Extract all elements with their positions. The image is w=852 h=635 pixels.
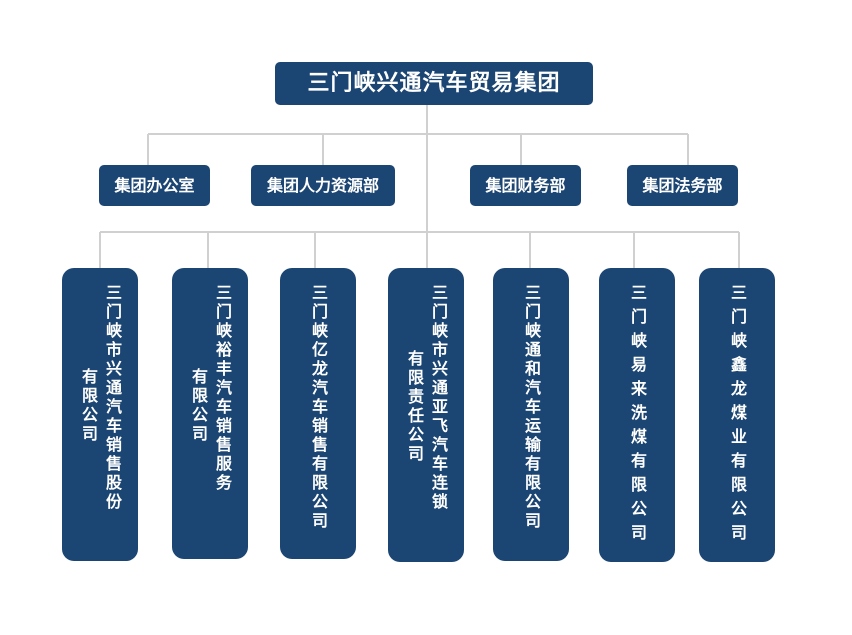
- subsidiary-name-line1: 三门峡鑫龙煤业有限公司: [728, 284, 747, 548]
- subsidiary-name-line1: 三门峡裕丰汽车销售服务: [213, 284, 232, 493]
- root-node: 三门峡兴通汽车贸易集团: [275, 62, 593, 105]
- subsidiary-node: 三门峡易来洗煤有限公司: [599, 268, 675, 562]
- subsidiary-node: 三门峡市兴通亚飞汽车连锁 有限责任公司: [388, 268, 464, 562]
- subsidiary-node: 三门峡鑫龙煤业有限公司: [699, 268, 775, 562]
- subsidiary-node: 三门峡裕丰汽车销售服务 有限公司: [172, 268, 248, 559]
- subsidiary-name-line1: 三门峡易来洗煤有限公司: [628, 284, 647, 548]
- subsidiary-name-line2: 有限公司: [79, 368, 98, 444]
- subsidiary-name-line1: 三门峡市兴通汽车销售股份: [103, 284, 122, 512]
- subsidiary-name-line1: 三门峡市兴通亚飞汽车连锁: [429, 284, 448, 512]
- dept-office: 集团办公室: [99, 165, 210, 206]
- dept-finance: 集团财务部: [470, 165, 581, 206]
- subsidiary-node: 三门峡亿龙汽车销售有限公司: [280, 268, 356, 559]
- dept-legal: 集团法务部: [627, 165, 738, 206]
- dept-hr: 集团人力资源部: [251, 165, 395, 206]
- subsidiary-name-line2: 有限公司: [189, 368, 208, 444]
- subsidiary-name-line1: 三门峡亿龙汽车销售有限公司: [309, 284, 328, 531]
- subsidiary-node: 三门峡通和汽车运输有限公司: [493, 268, 569, 561]
- subsidiary-name-line1: 三门峡通和汽车运输有限公司: [522, 284, 541, 531]
- subsidiary-node: 三门峡市兴通汽车销售股份 有限公司: [62, 268, 138, 561]
- subsidiary-name-line2: 有限责任公司: [405, 350, 424, 464]
